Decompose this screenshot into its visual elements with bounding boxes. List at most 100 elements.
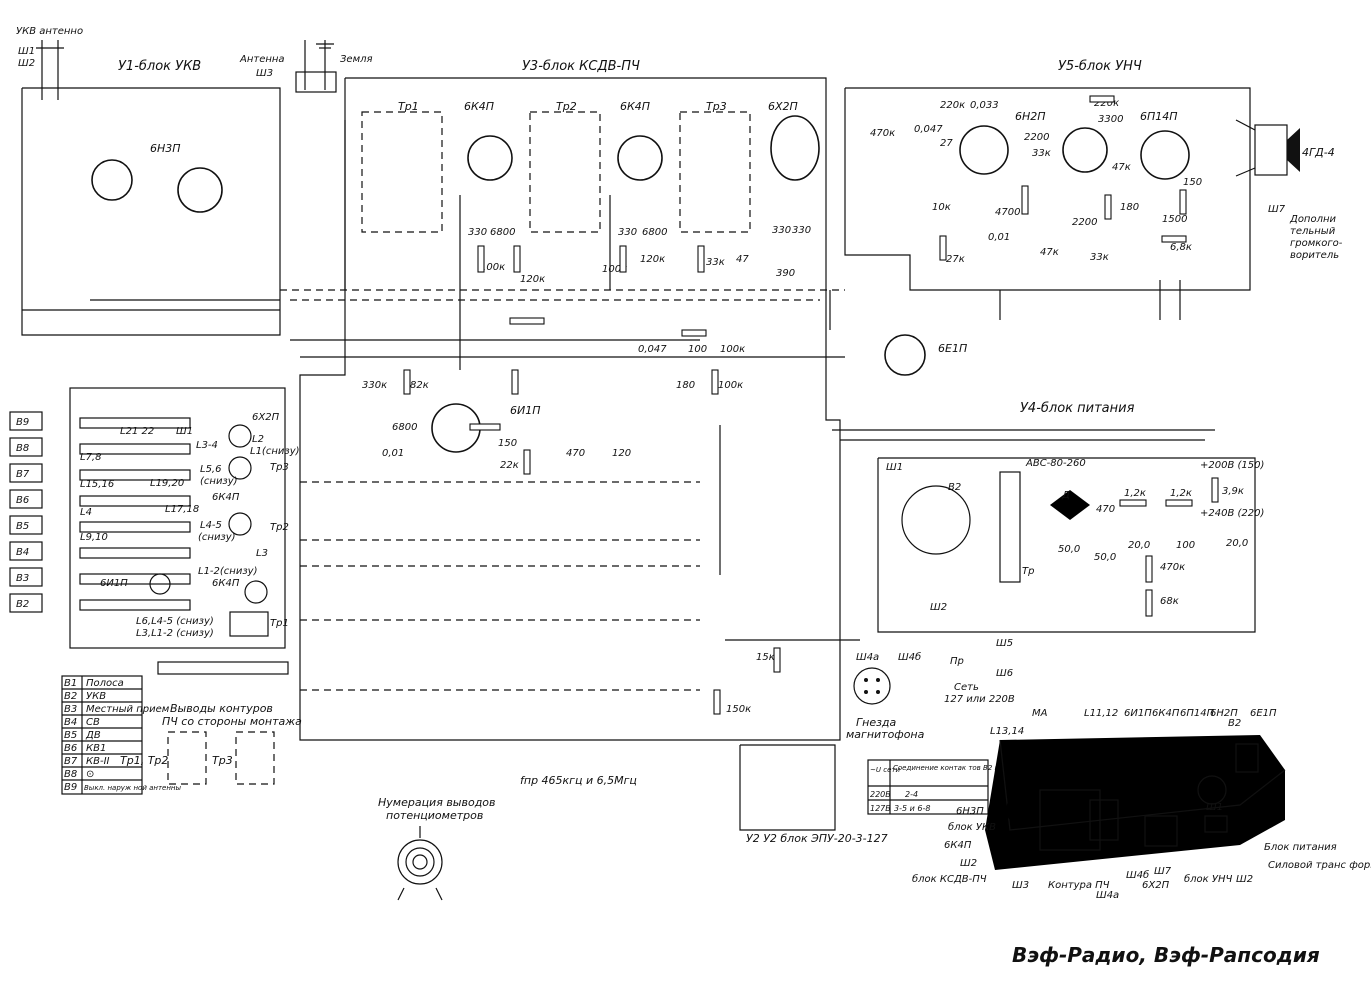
af-value: 27: [940, 138, 953, 149]
if-value: 100: [688, 344, 707, 355]
tube-af2: 6П14П: [1140, 110, 1190, 180]
tube-6k4p-1-label: 6К4П: [464, 100, 494, 113]
ps-label: Ш6: [996, 668, 1013, 679]
volt-header-1: Соединение контак тов В2 в блоке пита ни…: [893, 764, 1058, 772]
ps-value: +240В (220): [1200, 508, 1264, 519]
af-value: 47к: [1040, 247, 1059, 258]
panel-right-label: (снизу): [200, 476, 238, 487]
block-if-frame: У3-блок КСДВ-ПЧ: [299, 59, 841, 741]
af-value: 0,01: [988, 232, 1010, 243]
panel-row-label: В4: [16, 547, 29, 558]
af-value: 180: [1120, 202, 1139, 213]
af-value: 10к: [932, 202, 951, 213]
if-value: 330: [772, 225, 791, 236]
jack-label: магнитофона: [846, 728, 925, 741]
if-value: 100к: [718, 380, 743, 391]
block-uk-label: У1-блок УКВ: [118, 59, 201, 74]
pinout-tr1-tr2: Тр1, Тр2: [120, 754, 168, 767]
if-value: 330: [792, 225, 811, 236]
pinout-tr3: Тр3: [212, 754, 233, 767]
panel-right-label: L5,6: [200, 464, 221, 475]
switch-id: В1: [64, 678, 77, 689]
af-value: 220к: [940, 100, 965, 111]
panel-right-label: (снизу): [198, 532, 236, 543]
block-uk-frame: У1-блок УКВ: [21, 59, 281, 336]
mains-line-0: Сеть: [954, 682, 979, 693]
panel-row-label: В8: [16, 443, 29, 454]
if-value: 120к: [640, 254, 665, 265]
ext-speaker-line-0: Ш7: [1268, 204, 1286, 215]
ps-value: 50,0: [1094, 552, 1116, 563]
tube-6e1p-label: 6Е1П: [938, 342, 967, 355]
ps-label: Ш1: [886, 462, 903, 473]
block-ps-label: У4-блок питания: [1020, 401, 1135, 416]
block-epu-label: У2 У2 блок ЭПУ-20-3-127: [746, 832, 888, 845]
tube-6n3p-label: 6Н3П: [150, 142, 181, 155]
ext-speaker-line-2: тельный: [1290, 226, 1336, 237]
power-transformer-label: АВС-80-260: [1025, 458, 1086, 469]
panel-right-label: L1(снизу): [250, 446, 300, 457]
switch-function: ⊙: [86, 769, 94, 780]
chassis-label: блок УНЧ: [1184, 873, 1233, 885]
af-value: 0,047: [914, 124, 943, 135]
pot-note-line-0: Нумерация выводов: [378, 796, 496, 809]
if-value: 330: [468, 227, 487, 238]
switch-function: УКВ: [86, 691, 106, 702]
block-if-label: У3-блок КСДВ-ПЧ: [522, 59, 640, 74]
ps-label: Тр: [1022, 566, 1034, 577]
chassis-label: Контура ПЧ: [1048, 880, 1110, 891]
af-value: 150: [1183, 177, 1202, 188]
panel-right-label: L6,L4-5 (снизу): [136, 616, 214, 627]
block-epu-frame: У2 У2 блок ЭПУ-20-3-127: [739, 744, 888, 845]
chassis-label: МА: [1032, 708, 1048, 719]
block-af-label: У5-блок УНЧ: [1058, 59, 1142, 74]
if-value: 150: [498, 438, 517, 449]
tube-6p14p-label: 6П14П: [1140, 110, 1178, 123]
af-value: 220к: [1094, 98, 1119, 109]
pot-note-line-1: потенциометров: [386, 809, 483, 822]
tube-6x2p-label: 6Х2П: [768, 100, 798, 113]
switch-function: Полоса: [86, 678, 124, 689]
ps-value: 1,2к: [1124, 488, 1146, 499]
panel-side-label: Тр1: [270, 618, 289, 629]
panel-row-label: В3: [16, 573, 29, 584]
if-value: 330: [618, 227, 637, 238]
if-value: 100к: [720, 344, 745, 355]
switch-id: В4: [64, 717, 77, 728]
jack-label: Ш4б: [898, 651, 921, 663]
if-value: 0,01: [382, 448, 404, 459]
panel-coil: L3-4: [196, 440, 218, 451]
panel-row-label: В2: [16, 599, 29, 610]
tube-if2: 6К4П: [617, 100, 663, 181]
front-panel: В9 В8 В7 В6 В5 В4 В3 В2 L21 22 Ш1 L3-4 L…: [9, 387, 300, 675]
chassis-label: блок УКВ: [948, 821, 996, 833]
af-value: 2200: [1072, 217, 1097, 228]
ext-speaker-note: Ш7 Дополни тельный громкого- воритель: [1268, 204, 1343, 261]
antenna-area: УКВ антенно Ш1 Ш2 Антенна Земля Ш3: [16, 26, 373, 100]
volt-cell: 127В: [870, 804, 891, 813]
block-ps-frame: У4-блок питания: [877, 401, 1256, 633]
ps-value: 100: [1176, 540, 1195, 551]
switch-legend-table: В1 Полоса В2 УКВ В3 Местный прием В4 СВ …: [61, 675, 182, 795]
if-value: 15к: [756, 652, 775, 663]
ps-value: +200В (150): [1200, 460, 1264, 471]
panel-row-label: В6: [16, 495, 29, 506]
if-value: 6800: [490, 227, 515, 238]
switch-id: В5: [64, 730, 77, 741]
ext-speaker-line-1: Дополни: [1289, 214, 1337, 225]
af-value: 470к: [870, 128, 895, 139]
switch-function: КВ1: [86, 743, 106, 754]
panel-row-label: В7: [16, 469, 30, 480]
if-value: 22к: [500, 460, 519, 471]
tube-if1: 6К4П: [464, 100, 513, 181]
tube-6i1p-label: 6И1П: [510, 404, 541, 417]
ps-label: Пр: [950, 656, 964, 667]
if-value: 330к: [362, 380, 387, 391]
ps-value: 470: [1096, 504, 1115, 515]
if-value: 120к: [520, 274, 545, 285]
switch-id: В8: [64, 769, 77, 780]
af-value: 2200: [1024, 132, 1049, 143]
pinout-note-line-0: Выводы контуров: [170, 702, 273, 715]
panel-coil: L4: [80, 507, 92, 518]
